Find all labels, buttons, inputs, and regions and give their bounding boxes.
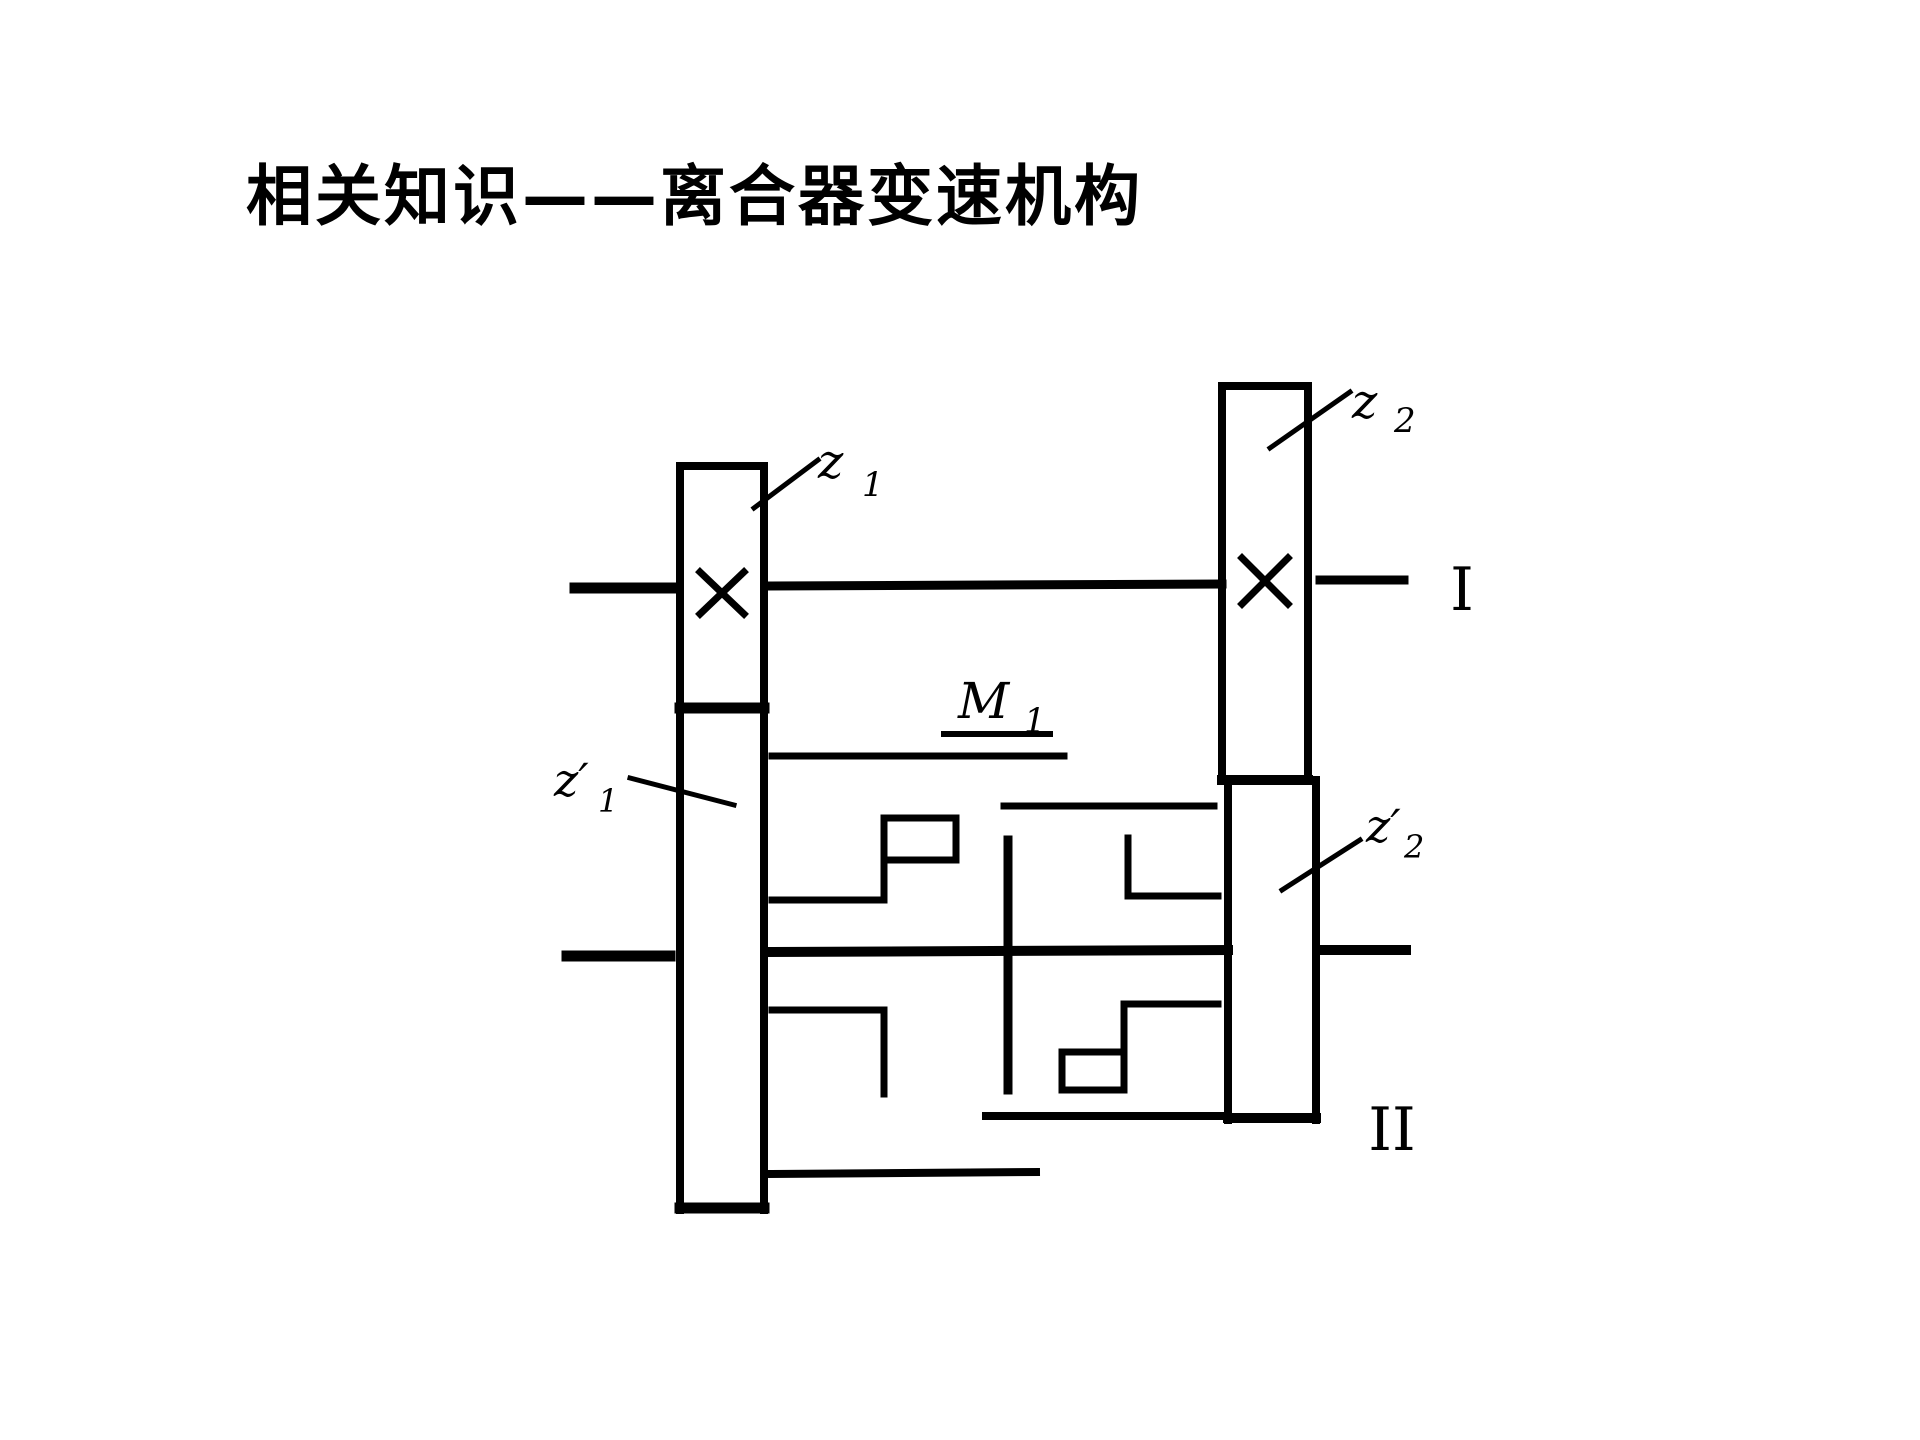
z1-label: z [817,434,844,490]
z1-prime-sub-label: 1 [598,782,618,820]
shaft-1 [569,575,1409,594]
z2-leader [1266,388,1354,452]
z1-prime-leader [626,774,738,809]
gear-z1-prime [674,704,770,1214]
z2-prime-sub-label: 2 [1403,828,1424,866]
clutch-m1 [767,752,1224,1179]
z2-prime-leader [1278,836,1364,894]
shaft-2 [561,944,1411,962]
shaft-2-label: II [1368,1095,1415,1165]
slide-title: 相关知识——离合器变速机构 [246,158,1143,235]
z2-sub-label: 2 [1393,401,1416,441]
m1-label: M [957,672,1011,730]
gear-z2-prime [1223,776,1321,1124]
gear-z1 [674,462,770,714]
gear-z2 [1217,382,1313,785]
z1-sub-label: 1 [862,465,884,505]
z2-label: z [1351,374,1378,430]
z1-prime-label: z′ [553,753,589,807]
shaft-1-label: I [1450,555,1474,625]
z1-leader [750,456,822,512]
z2-prime-label: z′ [1365,799,1401,853]
